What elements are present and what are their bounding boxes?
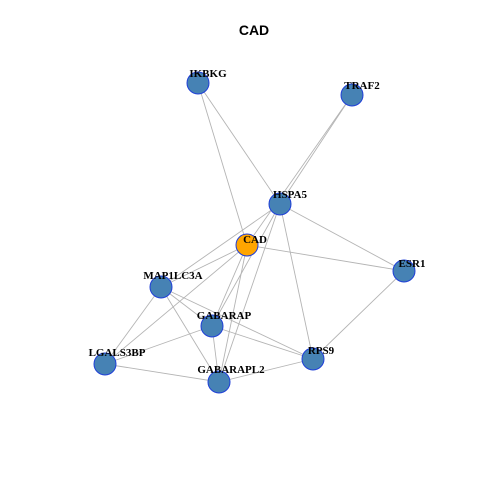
edge-map1lc3a-gabarapl2 [160,286,220,383]
node-rps9 [301,347,325,371]
nodes-layer [93,71,416,394]
edge-esr1-rps9 [312,270,405,360]
node-cad [235,233,259,257]
node-hspa5 [268,192,292,216]
node-label-hspa5: HSPA5 [273,189,308,201]
node-label-map1lc3a: MAP1LC3A [143,270,202,282]
node-map1lc3a [149,275,173,299]
edge-cad-gabarap [211,244,248,327]
edge-gabarapl2-rps9 [218,358,314,383]
node-label-rps9: RPS9 [308,345,335,357]
edge-ikbkg-cad [197,82,248,246]
edge-traf2-cad [246,94,353,246]
diagram-title: CAD [239,22,269,38]
edge-cad-gabarapl2 [218,244,248,383]
node-traf2 [340,83,364,107]
node-esr1 [392,259,416,283]
node-label-lgals3bp: LGALS3BP [89,347,146,359]
edge-traf2-hspa5 [279,94,353,205]
node-label-cad: CAD [243,234,267,246]
edge-map1lc3a-rps9 [160,286,314,360]
edge-gabarap-rps9 [211,325,314,360]
edge-gabarap-lgals3bp [104,325,213,365]
edge-ikbkg-hspa5 [197,82,281,205]
edges-layer [104,82,405,383]
node-label-esr1: ESR1 [399,258,426,270]
edge-hspa5-map1lc3a [160,203,281,288]
edge-cad-esr1 [246,244,405,272]
node-label-gabarapl2: GABARAPL2 [197,364,265,376]
node-gabarap [200,314,224,338]
node-ikbkg [186,71,210,95]
edge-hspa5-gabarap [211,203,281,327]
edge-cad-lgals3bp [104,244,248,365]
edge-hspa5-rps9 [279,203,314,360]
node-lgals3bp [93,352,117,376]
node-label-ikbkg: IKBKG [189,68,227,80]
edge-hspa5-esr1 [279,203,405,272]
edge-cad-map1lc3a [160,244,248,288]
edge-map1lc3a-lgals3bp [104,286,162,365]
edge-lgals3bp-gabarapl2 [104,363,220,383]
edge-hspa5-gabarapl2 [218,203,281,383]
node-gabarapl2 [207,370,231,394]
node-label-traf2: TRAF2 [344,80,380,92]
node-label-gabarap: GABARAP [197,310,252,322]
